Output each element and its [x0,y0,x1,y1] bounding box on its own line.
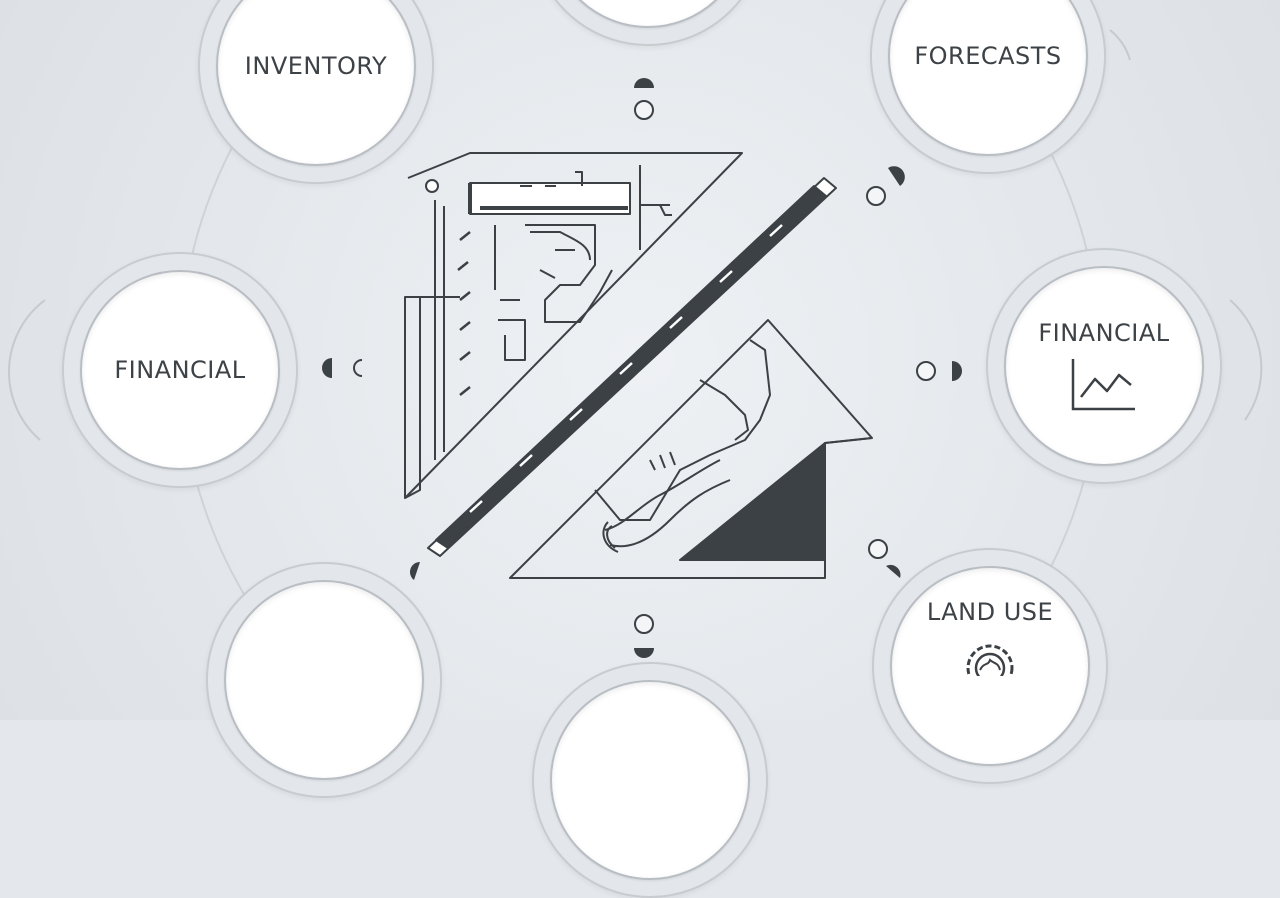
connector-joint-right [916,361,962,381]
node-financial-left[interactable]: FINANCIAL [62,252,298,488]
node-face: FINANCIAL [1004,266,1204,466]
node-financial-left-label: FINANCIAL [114,356,246,384]
orbit-accent [1229,299,1263,421]
node-face [550,680,750,880]
connector-joint-bottom-right [868,539,901,578]
node-bottom-left[interactable] [206,562,442,798]
node-inventory-label: INVENTORY [244,52,388,80]
node-face: LAND USE [890,566,1090,766]
node-face [224,580,424,780]
orbit-accent [7,299,46,441]
gear-globe-icon [966,644,1014,676]
connector-joint-top-right [866,166,905,206]
orbit-accent [1109,29,1131,61]
connector-layer [7,0,1263,720]
airport-layout-plan-icon [404,152,873,579]
node-face: FINANCIAL [80,270,280,470]
node-face: INVENTORY [216,0,416,166]
connector-joint-bottom [634,614,654,658]
line-chart-icon [1071,359,1135,411]
node-financial-right-label: FINANCIAL [1038,319,1170,347]
node-bottom[interactable] [532,662,768,898]
node-land-use-label: LAND USE [926,598,1054,626]
node-financial-right[interactable]: FINANCIAL [986,248,1222,484]
connector-joint-left [322,358,363,378]
node-face: FORECASTS [888,0,1088,156]
connector-joint-bottom-left [410,562,420,580]
node-forecasts-label: FORECASTS [914,42,1062,70]
node-inventory[interactable]: INVENTORY [198,0,434,184]
node-land-use[interactable]: LAND USE [872,548,1108,784]
connector-joint-top [634,78,654,120]
